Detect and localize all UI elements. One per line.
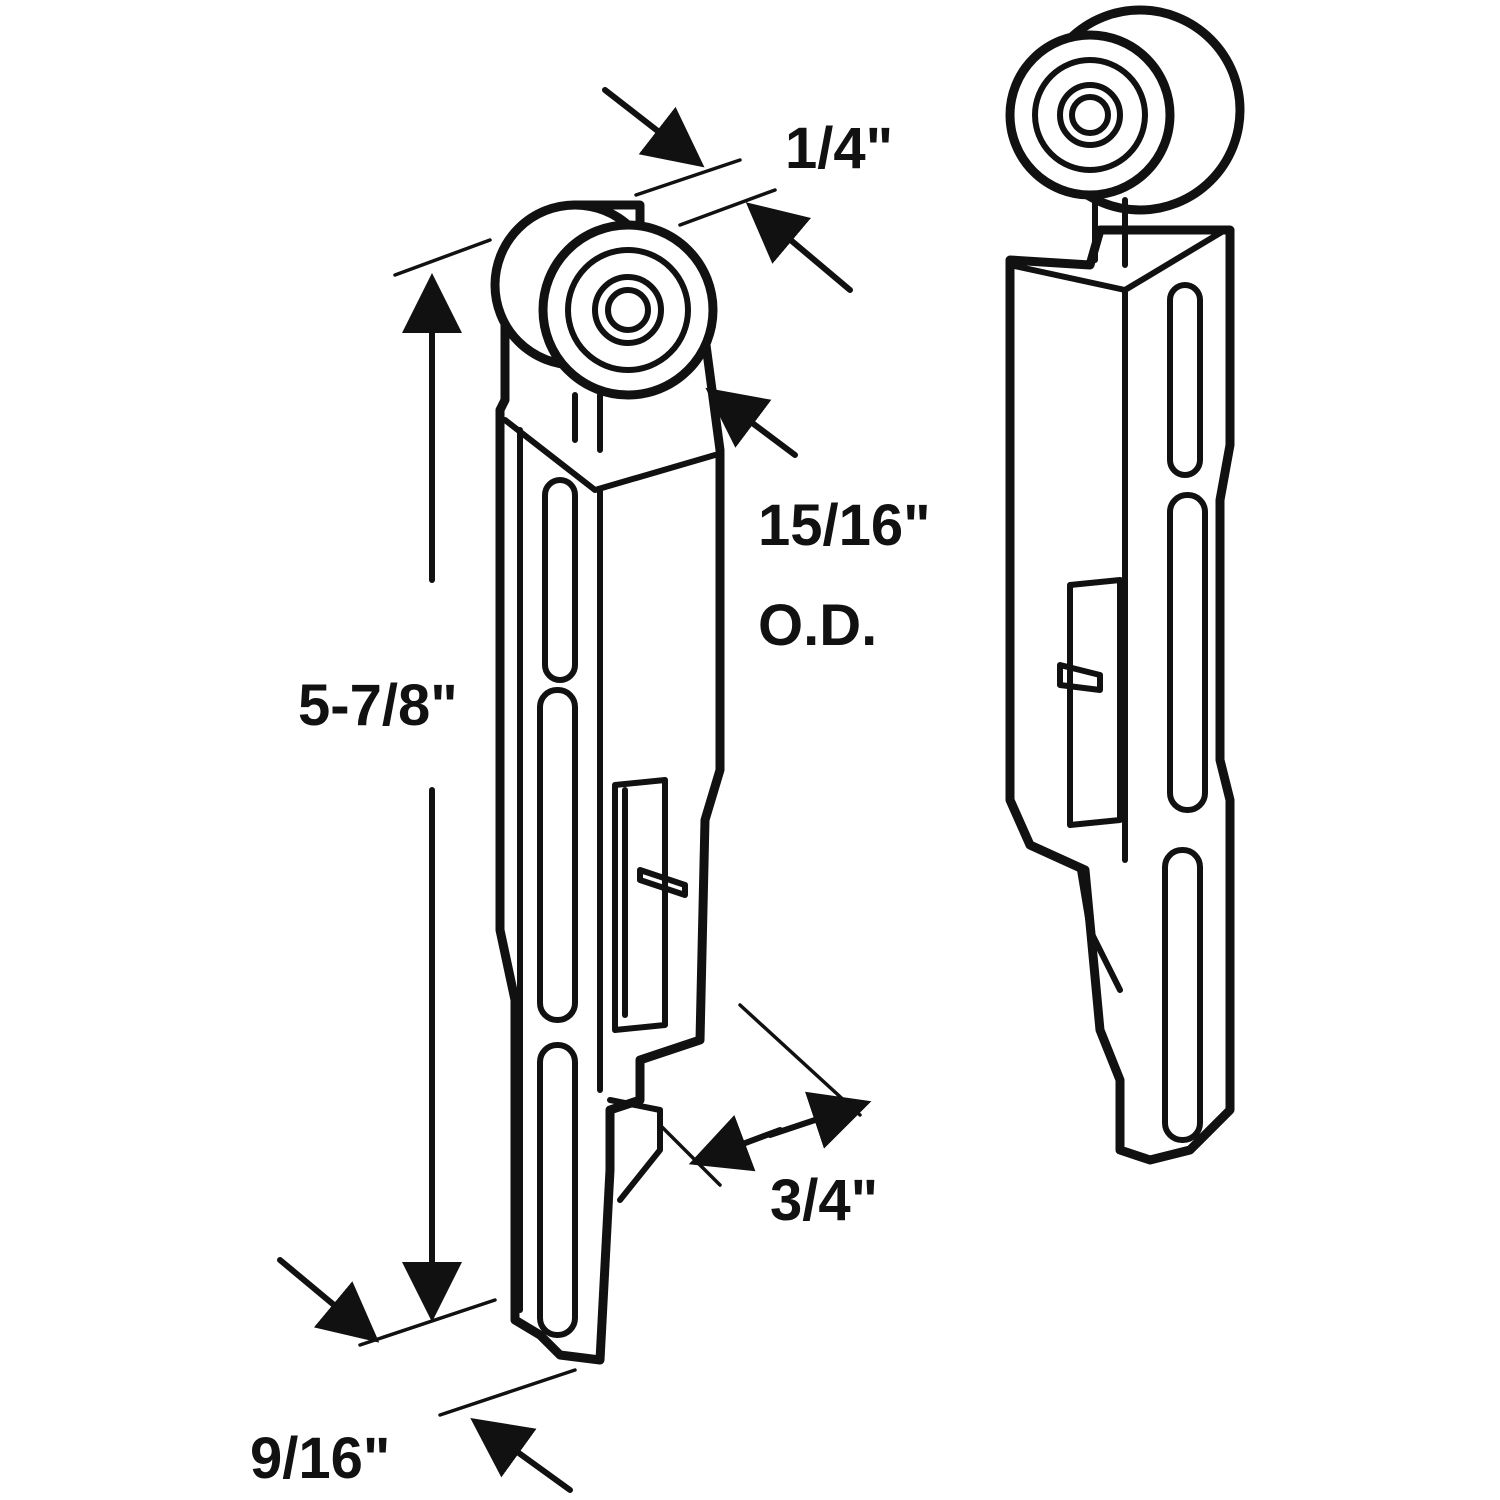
roller-assembly-front <box>490 200 725 1365</box>
dimension-label-overall-length: 5-7/8" <box>298 673 458 738</box>
dimension-label-body-width: 3/4" <box>770 1168 878 1233</box>
dimension-label-top-width: 1/4" <box>785 116 893 181</box>
dimension-label-bottom-width: 9/16" <box>250 1426 390 1491</box>
dimension-label-wheel-od: 15/16" <box>758 493 931 558</box>
dimension-label-wheel-od-suffix: O.D. <box>758 593 877 658</box>
dimension-lines <box>277 87 872 1493</box>
roller-assembly-rear <box>1005 5 1245 1165</box>
